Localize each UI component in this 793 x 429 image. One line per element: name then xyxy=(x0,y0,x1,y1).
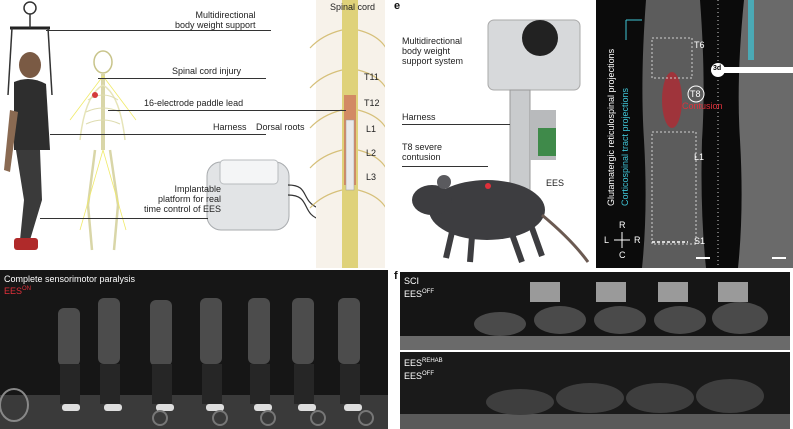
label-harness: Harness xyxy=(213,122,247,132)
panel-human-system: Multidirectional body weight support Spi… xyxy=(0,0,385,268)
panel-letter-f: f xyxy=(394,270,398,282)
ees-off-top-sup: OFF xyxy=(422,289,435,295)
rat-strip-rehab: EESREHAB EESOFF xyxy=(400,352,790,429)
label-rat-bws: Multidirectional body weight support sys… xyxy=(402,36,464,66)
spinal-cord-images xyxy=(614,0,793,268)
label-t11: T11 xyxy=(364,72,379,82)
label-rat-harness: Harness xyxy=(402,112,436,122)
label-l1-image: L1 xyxy=(694,152,705,162)
rat-strip-sci: SCI EESOFF xyxy=(400,272,790,350)
label-ees-rehab: EESREHAB xyxy=(404,356,443,368)
label-spinal-cord-injury: Spinal cord injury xyxy=(172,66,242,76)
leader-platform xyxy=(40,218,208,219)
leader-bws xyxy=(46,30,271,31)
label-complete-paralysis: Complete sensorimotor paralysis xyxy=(4,274,136,284)
label-platform: Implantable platform for real time contr… xyxy=(144,184,222,214)
compass-r: R xyxy=(634,235,641,245)
compass-r-top: R xyxy=(619,220,626,230)
label-t6: T6 xyxy=(694,40,705,50)
label-sci: SCI xyxy=(404,276,420,286)
stepping-sequence-photo xyxy=(0,270,388,429)
leader-harness xyxy=(50,134,266,135)
panel-human-stepping: Complete sensorimotor paralysis EESON xyxy=(0,270,388,429)
panel-spinal-imaging: Glutamatergic reticulospinal projections… xyxy=(596,0,793,268)
label-ees-off-bottom: EESOFF xyxy=(404,369,434,381)
leader-rat-harness xyxy=(402,124,510,125)
ees-off-bottom-base: EES xyxy=(404,371,423,381)
label-contusion: Contusion xyxy=(682,101,723,111)
leader-sci xyxy=(98,78,266,79)
label-paddle-lead: 16-electrode paddle lead xyxy=(144,98,244,108)
label-l3: L3 xyxy=(366,172,377,182)
label-rat-contusion: T8 severe contusion xyxy=(402,142,443,162)
label-l1: L1 xyxy=(366,124,377,134)
label-body-weight-support: Multidirectional body weight support xyxy=(175,10,256,30)
label-3d-circle: 3d xyxy=(713,65,722,72)
panel-f-rat-locomotion: f SCI EESOFF EESREHAB EE xyxy=(392,270,793,429)
label-spinal-cord: Spinal cord xyxy=(330,2,376,12)
ees-on-sup: ON xyxy=(22,286,32,292)
ees-off-bottom-sup: OFF xyxy=(422,371,435,377)
rat-strip-rehab-photo xyxy=(400,379,790,429)
label-t8: T8 xyxy=(690,89,701,99)
ees-rehab-base: EES xyxy=(404,358,423,368)
label-l2: L2 xyxy=(366,148,377,158)
compass-l: L xyxy=(604,235,610,245)
label-t12: T12 xyxy=(364,98,380,108)
human-illustration xyxy=(4,0,385,268)
label-ees-on: EESON xyxy=(4,286,31,296)
rat-strip-sci-photo xyxy=(400,282,790,350)
rat-illustration xyxy=(412,19,590,264)
label-corticospinal: Corticospinal tract projections xyxy=(620,87,630,206)
ees-rehab-sup: REHAB xyxy=(422,358,443,364)
label-ees-off-top: EESOFF xyxy=(404,287,434,299)
label-rat-ees: EES xyxy=(546,178,565,188)
panel-e-rat-system: e Multidirectional body weight support s… xyxy=(392,0,592,268)
label-glutamatergic: Glutamatergic reticulospinal projections xyxy=(606,48,616,206)
label-s1: S1 xyxy=(694,236,706,246)
panel-letter-e: e xyxy=(394,0,401,12)
leader-lead xyxy=(108,110,346,111)
label-dorsal-roots: Dorsal roots xyxy=(256,122,305,132)
ees-off-top-base: EES xyxy=(404,289,423,299)
ees-on-base: EES xyxy=(4,286,23,296)
leader-rat-contusion xyxy=(402,166,488,167)
compass-c: C xyxy=(619,250,626,260)
